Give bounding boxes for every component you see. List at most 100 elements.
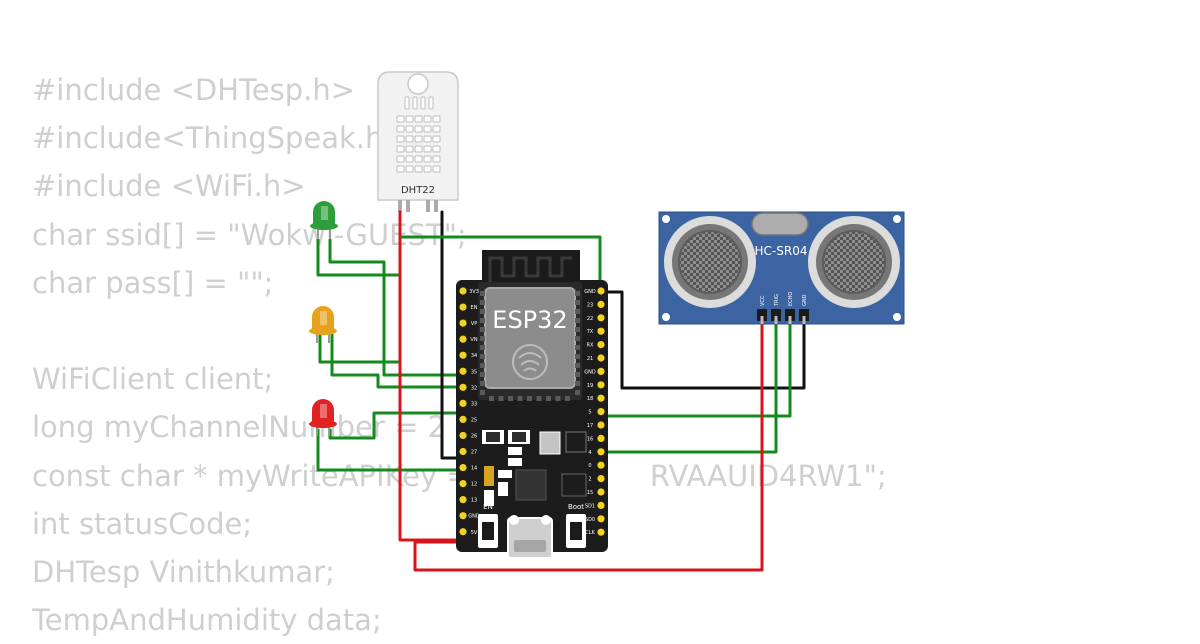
esp32-pin[interactable]: SD0 — [585, 515, 605, 523]
esp32-pin[interactable]: 27 — [459, 447, 477, 456]
wire-hcsr04-trig — [600, 316, 778, 454]
esp32-pin[interactable]: 13 — [459, 496, 477, 504]
hcsr04-pins[interactable] — [757, 309, 809, 324]
wire-hcsr04-vcc — [413, 316, 764, 572]
transducer-left — [664, 216, 756, 308]
led-group[interactable] — [309, 201, 338, 436]
esp32-pin[interactable]: 32 — [459, 383, 477, 392]
wire-dht22-data — [440, 210, 464, 460]
esp32-pin[interactable]: 2 — [588, 475, 605, 483]
esp32-pin[interactable]: 5V — [459, 528, 478, 536]
esp32-pin[interactable]: 21 — [587, 354, 605, 362]
wire-green-led-anode — [328, 238, 464, 377]
esp32-pin[interactable]: RX — [587, 341, 605, 349]
hcsr04-pin[interactable] — [785, 309, 795, 324]
esp32-pin[interactable]: GND — [584, 287, 605, 295]
esp32-pin[interactable]: GND — [584, 367, 605, 376]
esp32-pin-label: GND — [584, 289, 596, 295]
led-yellow[interactable] — [309, 306, 337, 343]
esp32-pin[interactable]: 5 — [588, 408, 605, 416]
mounting-hole-icon — [407, 73, 429, 95]
esp32-pin[interactable]: VP — [459, 319, 477, 328]
esp32-pin[interactable]: 16 — [587, 434, 605, 443]
esp32-pin[interactable]: 19 — [587, 381, 605, 389]
esp32-pin-label: SD0 — [585, 517, 595, 523]
esp32-pin-label: 22 — [587, 316, 593, 322]
esp32-pin[interactable]: 12 — [459, 480, 477, 488]
transducer-right — [808, 216, 900, 308]
code-line: DHTesp Vinithkumar; — [32, 554, 335, 589]
code-line: char ssid[] = "Wokwi-GUEST"; — [32, 217, 467, 252]
circuit-canvas[interactable]: DHT22 ESP32 — [0, 0, 1200, 630]
esp32-pin-label: 13 — [471, 498, 477, 504]
esp32-pin-label: 25 — [471, 417, 477, 423]
dht22-sensor[interactable]: DHT22 — [377, 71, 459, 212]
esp32-pin-label: 19 — [587, 383, 593, 389]
module-castellations — [480, 291, 580, 401]
esp32-pin[interactable]: SD1 — [585, 501, 605, 510]
hcsr04-label: HC-SR04 — [755, 244, 808, 258]
esp32-pin-label: 35 — [471, 369, 477, 375]
wire-red-led-cathode — [316, 428, 464, 472]
dht22-vent-grid — [396, 96, 441, 173]
hcsr04-pin[interactable] — [757, 309, 767, 324]
wire-hcsr04-gnd — [604, 290, 806, 390]
esp32-pin[interactable]: 0 — [588, 461, 605, 470]
code-line: const char * myWriteAPIKey = " RVAAUID4R… — [32, 458, 887, 493]
esp32-pin-label: TX — [586, 329, 594, 335]
esp32-board[interactable]: ESP32 3V3ENVPVN34353233252627141213GND5V… — [456, 250, 608, 559]
code-line: WiFiClient client; — [32, 362, 274, 397]
esp32-pin[interactable]: CLK — [585, 528, 605, 537]
esp32-pin-label: 33 — [471, 401, 477, 407]
esp32-pin-label: 32 — [471, 385, 477, 391]
dht22-label: DHT22 — [401, 185, 435, 196]
esp32-pin[interactable]: 17 — [587, 421, 605, 429]
esp32-pin[interactable]: 3V3 — [459, 287, 479, 295]
esp32-pin-label: 5V — [471, 530, 478, 536]
micro-usb-port — [507, 515, 553, 559]
led-red[interactable] — [309, 399, 337, 436]
esp32-pin-label: SD1 — [585, 503, 595, 509]
esp32-pin-label: 26 — [471, 433, 477, 439]
esp32-pin-label: CLK — [585, 530, 595, 536]
esp32-pin[interactable]: 34 — [459, 351, 477, 360]
esp32-pin-label: VN — [470, 337, 477, 343]
esp32-pin[interactable]: 35 — [459, 367, 477, 376]
esp32-pin[interactable]: VN — [459, 335, 478, 344]
esp32-pin[interactable]: 25 — [459, 415, 477, 424]
hcsr04-pin-label: ECHO — [788, 292, 794, 306]
esp32-pin-label: 2 — [588, 477, 591, 483]
esp32-pin[interactable]: 23 — [587, 300, 605, 309]
esp32-pin-label: 18 — [587, 396, 593, 402]
esp32-pin-label: 14 — [471, 466, 477, 472]
hcsr04-pin-label: TRIG — [774, 294, 780, 307]
hcsr04-pin-label: GND — [802, 294, 808, 306]
code-line: #include <DHTesp.h> — [32, 73, 356, 107]
esp32-pin-label: 17 — [587, 423, 593, 429]
hcsr04-pin[interactable] — [799, 309, 809, 324]
esp32-pin-label: 5 — [588, 410, 591, 416]
esp32-pin[interactable]: 15 — [587, 488, 605, 496]
esp32-pin[interactable]: 18 — [587, 394, 605, 403]
code-editor-text: #include <DHTesp.h> #include<ThingSpeak.h… — [32, 66, 887, 644]
esp32-pin[interactable]: 14 — [459, 463, 477, 472]
esp32-pin-label: RX — [587, 343, 594, 349]
esp32-pin[interactable]: EN — [459, 303, 478, 311]
esp32-pin[interactable]: 22 — [587, 314, 605, 322]
esp32-pin[interactable]: 4 — [588, 448, 605, 456]
esp32-pin[interactable]: GND — [459, 512, 480, 520]
esp32-pin[interactable]: TX — [586, 327, 605, 336]
led-green[interactable] — [310, 201, 338, 238]
code-line: #include<ThingSpeak.h> — [32, 121, 408, 156]
esp32-pin[interactable]: 26 — [459, 431, 477, 440]
hcsr04-pin[interactable] — [771, 309, 781, 324]
esp32-pin[interactable]: 33 — [459, 399, 477, 408]
esp32-pin-label: 15 — [587, 490, 593, 496]
code-line: #include <WiFi.h> — [32, 169, 306, 204]
wires — [316, 210, 806, 572]
usb-uart-chip — [515, 469, 547, 501]
esp32-label: ESP32 — [492, 306, 567, 334]
